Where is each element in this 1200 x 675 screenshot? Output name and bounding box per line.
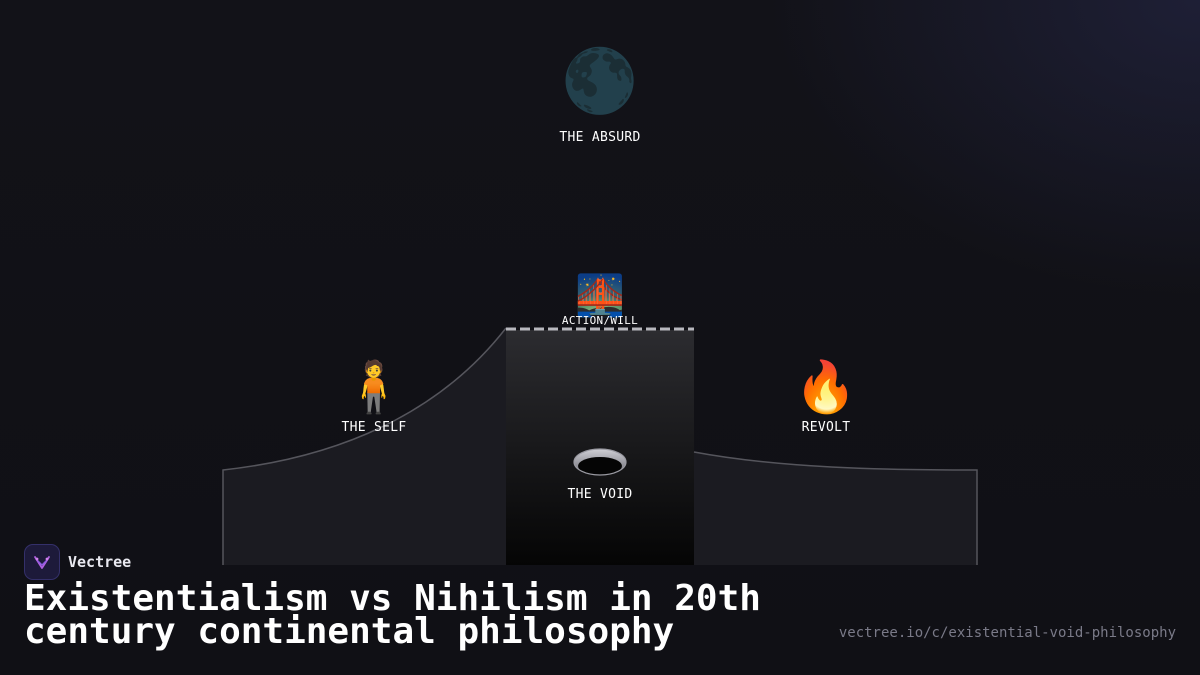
- brand[interactable]: Vectree: [24, 544, 131, 580]
- page-title: Existentialism vs Nihilism in 20th centu…: [24, 578, 761, 652]
- void-pit: [506, 330, 694, 565]
- node-label-absurd: THE ABSURD: [559, 130, 641, 145]
- node-label-self: THE SELF: [341, 420, 407, 435]
- node-the-absurd: 🌑 THE ABSURD: [559, 44, 641, 146]
- hole-icon: [573, 448, 627, 476]
- right-slope-edge: [693, 451, 978, 565]
- node-action-will: 🌉 ACTION/WILL: [562, 276, 638, 327]
- moon-icon: 🌑: [561, 44, 639, 117]
- left-slope: [223, 328, 506, 565]
- vectree-logo-icon: [24, 544, 60, 580]
- node-label-void: THE VOID: [567, 487, 633, 502]
- right-slope: [694, 452, 977, 565]
- page-url[interactable]: vectree.io/c/existential-void-philosophy: [838, 625, 1176, 641]
- node-the-void: THE VOID: [567, 487, 632, 502]
- fire-icon: 🔥: [794, 358, 858, 416]
- node-label-revolt: REVOLT: [801, 420, 851, 435]
- brand-name: Vectree: [68, 553, 132, 571]
- left-slope-edge: [222, 327, 507, 565]
- person-icon: 🧍: [342, 358, 406, 416]
- bridge-icon: 🌉: [575, 273, 625, 319]
- node-revolt: 🔥 REVOLT: [795, 362, 857, 435]
- node-the-self: 🧍 THE SELF: [341, 362, 406, 435]
- node-label-action: ACTION/WILL: [561, 314, 639, 327]
